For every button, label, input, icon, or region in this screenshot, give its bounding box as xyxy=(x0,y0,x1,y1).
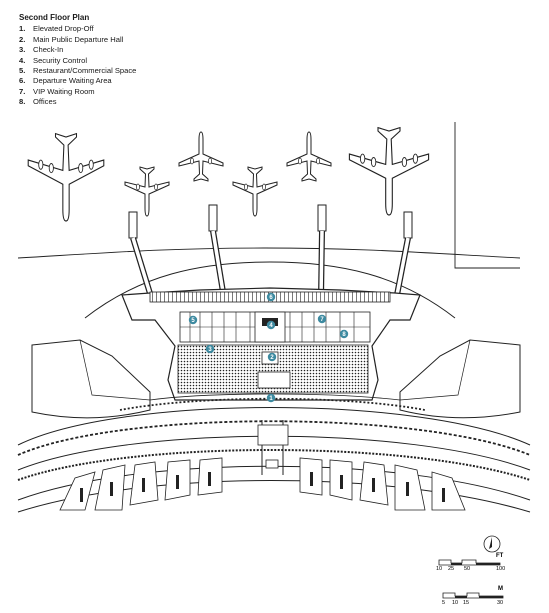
marker-7: 7 xyxy=(317,314,327,323)
legend-item-label: Check-In xyxy=(33,45,64,55)
legend-item-number: 1. xyxy=(19,24,26,34)
jet-bridges xyxy=(128,204,413,301)
scale-bar-meters xyxy=(442,592,504,599)
svg-text:7: 7 xyxy=(320,317,324,323)
right-wing-structure xyxy=(399,339,521,419)
legend-item: 7. VIP Waiting Room xyxy=(19,87,136,97)
svg-text:5: 5 xyxy=(191,318,195,324)
svg-text:8: 8 xyxy=(342,332,346,338)
scale-tick: 50 xyxy=(464,566,471,572)
legend-item: 6. Departure Waiting Area xyxy=(19,76,136,86)
legend-item-number: 6. xyxy=(19,76,26,86)
aircraft-icon xyxy=(286,131,332,182)
legend-item-number: 4. xyxy=(19,55,26,65)
legend-title: Second Floor Plan xyxy=(19,13,90,22)
jet-bridge xyxy=(208,204,227,299)
aircraft-icon xyxy=(232,166,278,217)
legend-item-number: 3. xyxy=(19,45,26,55)
scale-tick: 5 xyxy=(442,600,446,606)
legend-item: 4. Security Control xyxy=(19,56,136,66)
legend-item-label: VIP Waiting Room xyxy=(33,86,95,96)
jet-bridge xyxy=(317,204,327,299)
jet-bridge xyxy=(128,211,155,301)
legend-item-label: Offices xyxy=(33,97,57,107)
aircraft-icon xyxy=(124,166,170,217)
legend-item: 5. Restaurant/Commercial Space xyxy=(19,66,136,76)
scale-tick: 25 xyxy=(448,566,455,572)
marker-3: 3 xyxy=(205,344,215,353)
legend-item-number: 5. xyxy=(19,66,26,76)
svg-text:6: 6 xyxy=(269,295,273,301)
marker-4: 4 xyxy=(266,320,276,329)
legend-item-number: 2. xyxy=(19,34,26,44)
access-road-rings xyxy=(17,407,531,513)
terminal-roof-outline xyxy=(84,261,456,319)
legend-item: 2. Main Public Departure Hall xyxy=(19,35,136,45)
legend-item-number: 7. xyxy=(19,86,26,96)
aircraft-icon xyxy=(178,131,224,182)
legend: Second Floor Plan 1. Elevated Drop-Off 2.… xyxy=(19,13,136,108)
central-void xyxy=(257,371,291,389)
legend-item: 3. Check-In xyxy=(19,45,136,55)
scale-unit-meters: M xyxy=(498,586,503,592)
marker-1: 1 xyxy=(266,393,276,402)
scale-tick: 100 xyxy=(496,566,506,572)
scale-tick: 30 xyxy=(497,600,504,606)
scale-tick: 10 xyxy=(452,600,459,606)
legend-item-number: 8. xyxy=(19,97,26,107)
svg-text:4: 4 xyxy=(269,323,273,329)
adjacent-building-outline xyxy=(454,122,520,269)
svg-text:1: 1 xyxy=(269,396,273,402)
scale-unit-feet: FT xyxy=(496,553,504,559)
scale-bar-feet xyxy=(438,559,501,566)
aircraft-group xyxy=(27,127,430,222)
marker-6: 6 xyxy=(266,292,276,301)
marker-2: 2 xyxy=(267,352,277,361)
svg-text:2: 2 xyxy=(270,355,274,361)
legend-item-label: Restaurant/Commercial Space xyxy=(33,66,137,76)
scale-tick: 15 xyxy=(463,600,470,606)
jet-bridge xyxy=(393,211,413,301)
legend-item: 8. Offices xyxy=(19,97,136,107)
north-arrow-icon xyxy=(483,535,501,553)
section-markers: 1 2 3 4 5 6 7 8 xyxy=(188,292,349,402)
legend-item-label: Elevated Drop-Off xyxy=(33,24,94,34)
aircraft-icon xyxy=(348,127,430,216)
legend-item-label: Main Public Departure Hall xyxy=(33,34,124,44)
svg-text:3: 3 xyxy=(208,347,212,353)
left-wing-structure xyxy=(31,339,151,419)
scale-tick: 10 xyxy=(436,566,443,572)
aircraft-icon xyxy=(27,133,105,222)
roof-arc xyxy=(17,247,521,259)
marker-5: 5 xyxy=(188,315,198,324)
legend-item-label: Departure Waiting Area xyxy=(33,76,112,86)
legend-item-label: Security Control xyxy=(33,55,88,65)
marker-8: 8 xyxy=(339,329,349,338)
legend-item: 1. Elevated Drop-Off xyxy=(19,24,136,34)
